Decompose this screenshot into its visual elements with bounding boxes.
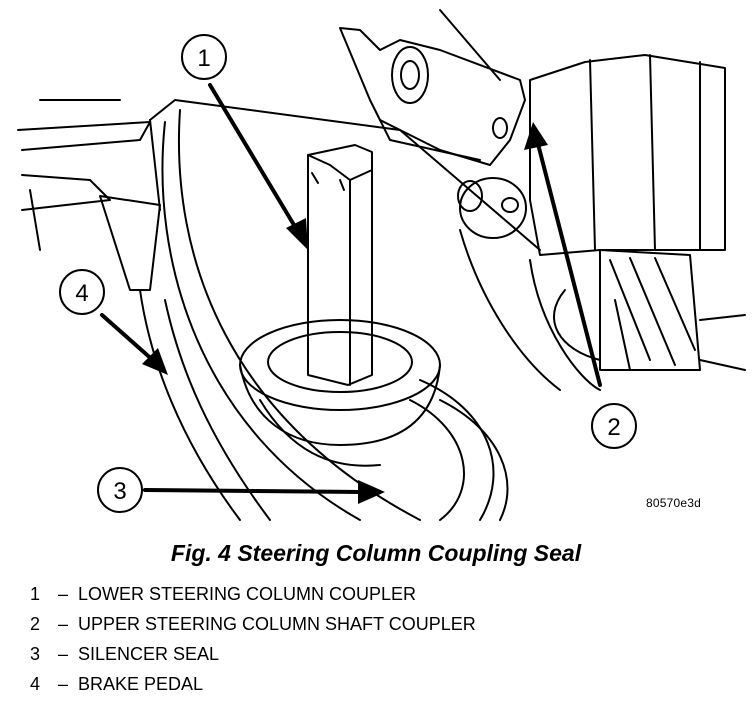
technical-illustration: 1 2 3 4	[17, 9, 746, 521]
legend-text: UPPER STEERING COLUMN SHAFT COUPLER	[78, 614, 476, 634]
arrow-3	[143, 480, 385, 504]
brake-pedal	[139, 289, 271, 521]
legend-number: 2	[30, 614, 41, 634]
legend-text: SILENCER SEAL	[78, 644, 220, 664]
callout-2: 2	[591, 403, 637, 449]
legend-dash: –	[57, 584, 68, 604]
legend-number: 3	[30, 644, 41, 664]
upper-coupler	[339, 9, 526, 166]
legend-text: LOWER STEERING COLUMN COUPLER	[78, 584, 417, 604]
legend-number: 1	[30, 584, 41, 604]
arrow-4	[100, 313, 168, 375]
dash-panel-lines	[17, 99, 541, 521]
figure-id: 80570e3d	[646, 496, 701, 510]
lower-coupler-shaft	[307, 144, 373, 386]
callout-4: 4	[59, 269, 105, 315]
legend-item: 2–UPPER STEERING COLUMN SHAFT COUPLER	[30, 614, 476, 644]
legend: 1–LOWER STEERING COLUMN COUPLER 2–UPPER …	[30, 584, 476, 704]
callout-1: 1	[181, 34, 227, 80]
arrow-2	[524, 122, 602, 387]
callout-3: 3	[97, 467, 143, 513]
svg-text:1: 1	[197, 45, 210, 72]
legend-dash: –	[57, 674, 68, 694]
right-bracket	[459, 54, 746, 391]
legend-dash: –	[57, 614, 68, 634]
silencer-seal	[239, 319, 509, 521]
svg-text:2: 2	[607, 414, 620, 441]
svg-text:4: 4	[75, 280, 88, 307]
legend-item: 4–BRAKE PEDAL	[30, 674, 476, 704]
legend-item: 1–LOWER STEERING COLUMN COUPLER	[30, 584, 476, 614]
legend-number: 4	[30, 674, 41, 694]
pivot-pin	[457, 177, 527, 239]
legend-text: BRAKE PEDAL	[78, 674, 204, 694]
svg-text:3: 3	[113, 478, 126, 505]
figure-caption: Fig. 4 Steering Column Coupling Seal	[170, 540, 582, 566]
legend-dash: –	[57, 644, 68, 664]
arrow-1	[208, 83, 308, 250]
legend-item: 3–SILENCER SEAL	[30, 644, 476, 674]
